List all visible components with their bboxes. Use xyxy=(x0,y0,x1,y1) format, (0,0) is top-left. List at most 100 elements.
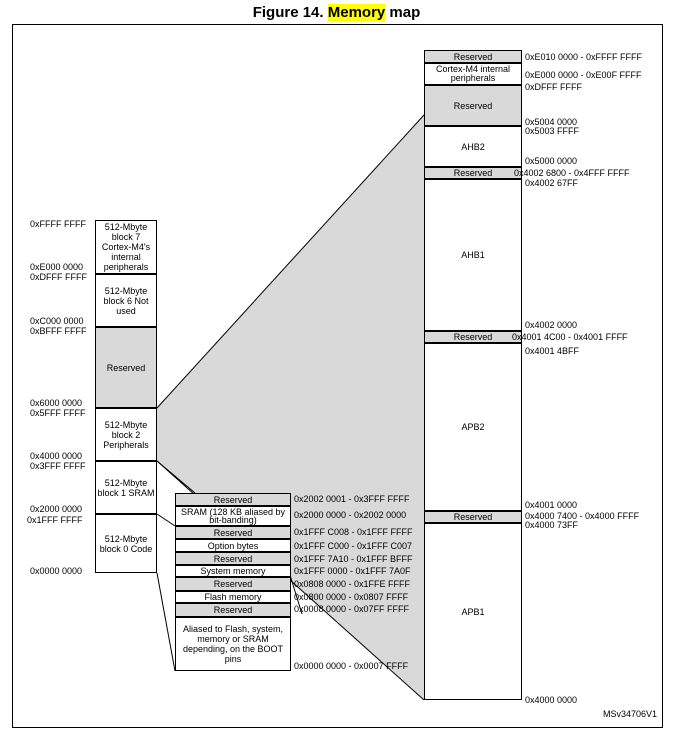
left-address: 0x3FFF FFFF xyxy=(30,461,86,471)
left-block-label: 512-Mbyte block 2 Peripherals xyxy=(103,419,149,450)
left-block-label: 512-Mbyte block 1 SRAM xyxy=(97,477,155,498)
periph-block-reserved: Reserved xyxy=(424,50,522,63)
code-block-label: Option bytes xyxy=(207,540,259,551)
periph-address: 0x4002 0000 xyxy=(525,320,578,330)
code-block-aliased: Aliased to Flash, system, memory or SRAM… xyxy=(175,617,291,671)
periph-address: 0x4000 73FF xyxy=(525,520,579,530)
periph-address: 0x5004 0000 xyxy=(525,117,578,127)
periph-block-reserved: Reserved xyxy=(424,511,522,523)
left-block-label: 512-Mbyte block 6 Not used xyxy=(103,285,149,316)
periph-block-label: APB2 xyxy=(461,422,485,432)
periph-block-label: APB1 xyxy=(461,606,485,617)
code-block-reserved: Reserved xyxy=(175,603,291,617)
left-block-7: 512-Mbyte block 7 Cortex-M4's internal p… xyxy=(95,220,157,274)
periph-address: 0x4001 0000 xyxy=(525,500,578,510)
code-block-label: Flash memory xyxy=(204,592,262,602)
periph-address: 0x5003 FFFF xyxy=(525,126,580,136)
periph-address: 0xE010 0000 - 0xFFFF FFFF xyxy=(525,52,643,62)
periph-block-label: Reserved xyxy=(453,100,493,111)
periph-block-reserved: Reserved xyxy=(424,85,522,126)
code-address: 0x0000 0000 - 0x0007 FFFF xyxy=(294,661,409,671)
connector-line xyxy=(156,460,196,494)
figure-id: MSv34706V1 xyxy=(603,709,658,719)
left-block-1: 512-Mbyte block 1 SRAM xyxy=(95,461,157,514)
code-block-label: SRAM (128 KB aliased by bit-banding) xyxy=(180,507,286,525)
code-block-reserved: Reserved xyxy=(175,577,291,591)
left-block-6: 512-Mbyte block 6 Not used xyxy=(95,274,157,327)
left-address: 0xE000 0000 xyxy=(30,262,84,272)
connector-line xyxy=(156,572,176,672)
left-address: 0xDFFF FFFF xyxy=(30,272,87,282)
periph-address: 0x5000 0000 xyxy=(525,156,578,166)
peripheral-expansion-shade xyxy=(157,115,424,700)
left-block-2: 512-Mbyte block 2 Peripherals xyxy=(95,408,157,461)
code-block-label: Reserved xyxy=(213,579,253,589)
connector-line xyxy=(156,114,425,409)
left-block-label: 512-Mbyte block 0 Code xyxy=(99,533,153,554)
left-block-0: 512-Mbyte block 0 Code xyxy=(95,514,157,573)
periph-block-label: Reserved xyxy=(453,168,493,178)
periph-block-ahb2: AHB2 xyxy=(424,126,522,167)
periph-address: 0x4002 6800 - 0x4FFF FFFF xyxy=(514,168,630,178)
title-prefix: Figure 14. xyxy=(252,4,328,21)
code-address: 0x1FFF 0000 - 0x1FFF 7A0F xyxy=(294,566,411,576)
periph-block-label: AHB2 xyxy=(461,141,485,152)
periph-block-label: Reserved xyxy=(453,332,493,342)
code-block-sram: SRAM (128 KB aliased by bit-banding) xyxy=(175,506,291,526)
periph-block-cortex-m4: Cortex-M4 internal peripherals xyxy=(424,63,522,85)
code-block-option-bytes: Option bytes xyxy=(175,539,291,552)
figure-frame xyxy=(12,24,663,728)
periph-address: 0x4001 4BFF xyxy=(525,346,580,356)
code-address: 0x2002 0001 - 0x3FFF FFFF xyxy=(294,494,410,504)
periph-address: 0xE000 0000 - 0xE00F FFFF xyxy=(525,70,642,80)
title-highlight: Memory xyxy=(327,4,386,21)
code-address: 0x1FFF 7A10 - 0x1FFF BFFF xyxy=(294,554,413,564)
code-block-flash-memory: Flash memory xyxy=(175,591,291,603)
periph-block-label: Cortex-M4 internal peripherals xyxy=(435,64,511,83)
periph-block-label: AHB1 xyxy=(461,250,485,260)
code-block-reserved: Reserved xyxy=(175,493,291,506)
code-block-label: Aliased to Flash, system, memory or SRAM… xyxy=(182,624,284,664)
code-block-system-memory: System memory xyxy=(175,565,291,577)
left-address: 0x0000 0000 xyxy=(30,566,83,576)
left-address: 0xC000 0000 xyxy=(30,316,84,326)
periph-block-reserved: Reserved xyxy=(424,331,522,343)
periph-block-reserved: Reserved xyxy=(424,167,522,179)
periph-block-apb1: APB1 xyxy=(424,523,522,700)
code-address: 0x0808 0000 - 0x1FFE FFFF xyxy=(294,579,411,589)
code-block-label: Reserved xyxy=(213,605,253,615)
periph-address: 0x4001 4C00 - 0x4001 FFFF xyxy=(512,332,628,342)
periph-address: 0xDFFF FFFF xyxy=(525,82,582,92)
code-block-reserved: Reserved xyxy=(175,526,291,539)
connector-line xyxy=(289,574,303,615)
code-block-label: Reserved xyxy=(213,553,253,564)
connector-line xyxy=(156,513,176,527)
periph-address: 0x4000 0000 xyxy=(525,695,578,705)
code-block-reserved: Reserved xyxy=(175,552,291,565)
code-address: 0x1FFF C008 - 0x1FFF FFFF xyxy=(294,527,413,537)
code-block-label: Reserved xyxy=(213,527,253,538)
periph-address: 0x4002 67FF xyxy=(525,178,579,188)
figure-title: Figure 14. Memory map xyxy=(0,4,673,21)
code-block-label: System memory xyxy=(200,566,266,576)
periph-block-ahb1: AHB1 xyxy=(424,179,522,331)
code-block-label: Reserved xyxy=(213,494,253,505)
left-address: 0xBFFF FFFF xyxy=(30,326,87,336)
left-address: 0x4000 0000 xyxy=(30,451,83,461)
code-address: 0x1FFF C000 - 0x1FFF C007 xyxy=(294,541,413,551)
left-block-label: 512-Mbyte block 7 Cortex-M4's internal p… xyxy=(101,222,151,272)
title-suffix: map xyxy=(385,4,421,21)
left-address: 0xFFFF FFFF xyxy=(30,219,86,229)
periph-address: 0x4000 7400 - 0x4000 FFFF xyxy=(525,511,640,521)
left-address: 0x6000 0000 xyxy=(30,398,83,408)
periph-block-label: Reserved xyxy=(453,512,493,522)
code-address: 0x2000 0000 - 0x2002 0000 xyxy=(294,510,407,520)
periph-block-apb2: APB2 xyxy=(424,343,522,511)
periph-block-label: Reserved xyxy=(453,51,493,62)
code-address: 0x0800 0000 - 0x0807 FFFF xyxy=(294,592,409,602)
code-address: 0x0008 0000 - 0x07FF FFFF xyxy=(294,604,410,614)
left-address: 0x1FFF FFFF xyxy=(27,515,83,525)
left-address: 0x5FFF FFFF xyxy=(30,408,86,418)
left-block-reserved: Reserved xyxy=(95,327,157,408)
left-address: 0x2000 0000 xyxy=(30,504,83,514)
